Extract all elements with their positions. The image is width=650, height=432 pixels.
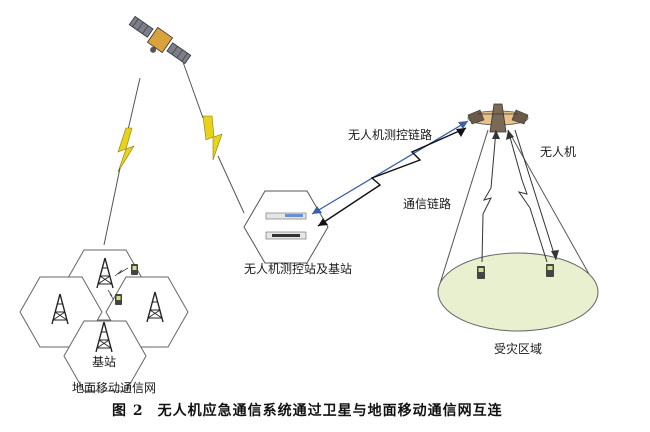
satellite-icon — [128, 15, 192, 65]
uav-label: 无人机 — [540, 145, 577, 159]
mobile-phone-icon — [107, 289, 122, 305]
ground-station — [243, 190, 329, 264]
base-station-label: 基站 — [92, 355, 117, 369]
tower-icon — [96, 257, 114, 289]
ground-station-label: 无人机测控站及基站 — [244, 262, 353, 276]
disaster-area — [437, 252, 599, 332]
cell-hex-bottom — [63, 320, 147, 392]
tower-icon — [51, 293, 69, 325]
figure-caption-text: 无人机应急通信系统通过卫星与地面移动通信网互连 — [157, 403, 503, 419]
tower-icon — [146, 291, 164, 323]
uav-icon — [467, 103, 529, 133]
satellite-link-right — [182, 61, 245, 214]
lightning-link-icon — [117, 127, 135, 173]
uav-downlink-right — [506, 129, 559, 263]
comm-link-label: 通信链路 — [403, 197, 452, 211]
ground-station-icon — [265, 212, 307, 240]
mobile-network-cluster — [19, 249, 189, 392]
mobile-phone-icon — [114, 264, 138, 277]
mobile-phone-icon — [546, 264, 554, 277]
mobile-phone-icon — [477, 266, 485, 279]
figure-number: 图 2 — [112, 403, 144, 419]
comm-link — [317, 127, 467, 227]
mobile-network-label: 地面移动通信网 — [72, 381, 157, 395]
uav-control-link-label: 无人机测控链路 — [348, 128, 433, 142]
lightning-link-icon — [202, 115, 223, 161]
uav-downlink-left — [481, 129, 500, 263]
figure-caption: 图 2 无人机应急通信系统通过卫星与地面移动通信网互连 — [112, 400, 503, 420]
disaster-area-label: 受灾区域 — [494, 342, 543, 356]
satellite-link-left — [103, 77, 141, 246]
tower-icon — [95, 321, 113, 353]
uav-control-link — [311, 120, 469, 215]
